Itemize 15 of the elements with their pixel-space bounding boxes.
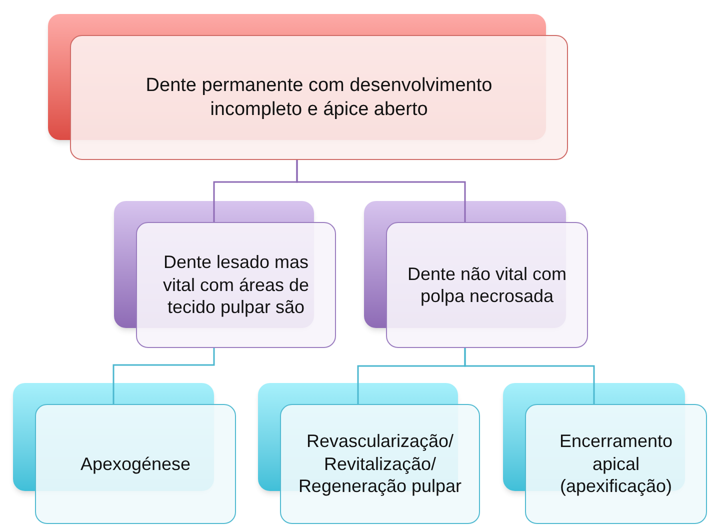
process-box: [525, 404, 707, 524]
connector-line: [296, 160, 466, 222]
connector-line: [464, 348, 595, 404]
process-box: [280, 404, 480, 524]
box-text: Dente permanente com desenvolvimento incompleto e ápice aberto: [144, 74, 494, 122]
process-box: [70, 35, 568, 160]
box-text: Encerramento apical (apexificação): [558, 430, 674, 498]
process-box: [386, 222, 588, 348]
box-text: Dente lesado mas vital com áreas de tecido pulpar são: [162, 251, 310, 319]
process-box: [136, 222, 336, 348]
connector-line: [112, 348, 215, 404]
box-text: Revascularização/ Revitalização/ Regeneração pulpar: [297, 430, 463, 498]
process-box: [35, 404, 236, 524]
box-text: Apexogénese: [80, 452, 191, 476]
box-text: Dente não vital com polpa necrosada: [406, 262, 568, 308]
